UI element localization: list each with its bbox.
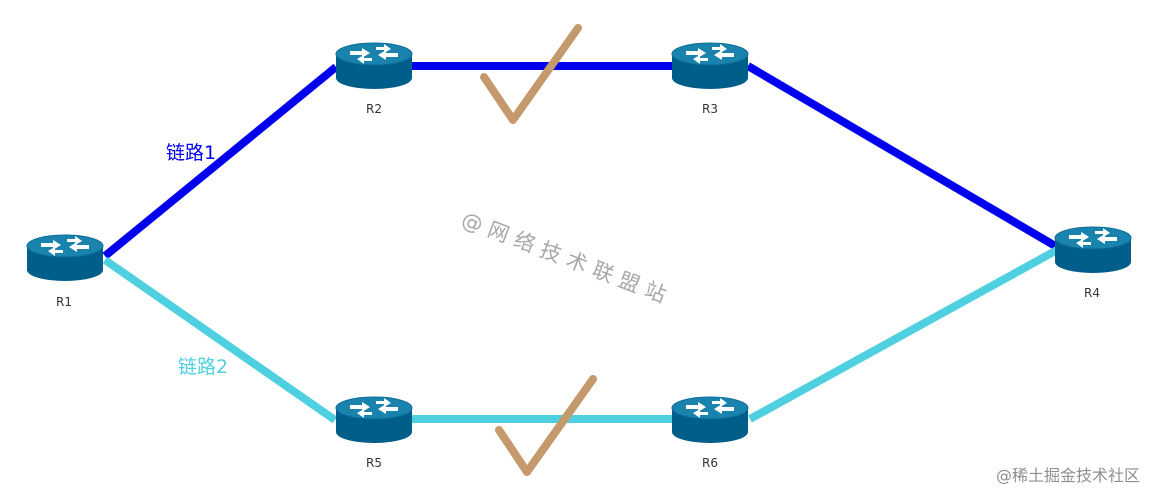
link-r3-r4 [745,62,1060,251]
router-r4 [1054,226,1132,274]
router-label-r1: R1 [56,295,72,309]
watermark-text: @网络技术联盟站 [458,207,676,310]
link1-path [102,62,1060,260]
link-r1-r2 [102,63,339,260]
link-r6-r4 [748,246,1059,423]
router-r1 [26,234,104,282]
router-label-r4: R4 [1084,286,1100,300]
router-icon [26,234,104,282]
router-r3 [671,42,749,90]
router-icon [1054,226,1132,274]
router-label-r3: R3 [702,102,718,116]
router-label-r5: R5 [366,456,382,470]
router-label-r6: R6 [702,456,718,470]
router-r6 [671,396,749,444]
router-label-r2: R2 [366,102,382,116]
router-icon [671,42,749,90]
link1-label: 链路1 [166,142,216,164]
check-mark-bottom [495,375,597,476]
router-r5 [335,396,413,444]
link2-label: 链路2 [178,356,228,378]
check-mark-top [480,24,582,124]
router-icon [335,396,413,444]
router-icon [671,396,749,444]
corner-watermark: @稀土掘金技术社区 [995,466,1140,485]
link2-path [102,246,1059,424]
router-r2 [335,42,413,90]
router-icon [335,42,413,90]
link-r1-r5 [102,256,338,424]
